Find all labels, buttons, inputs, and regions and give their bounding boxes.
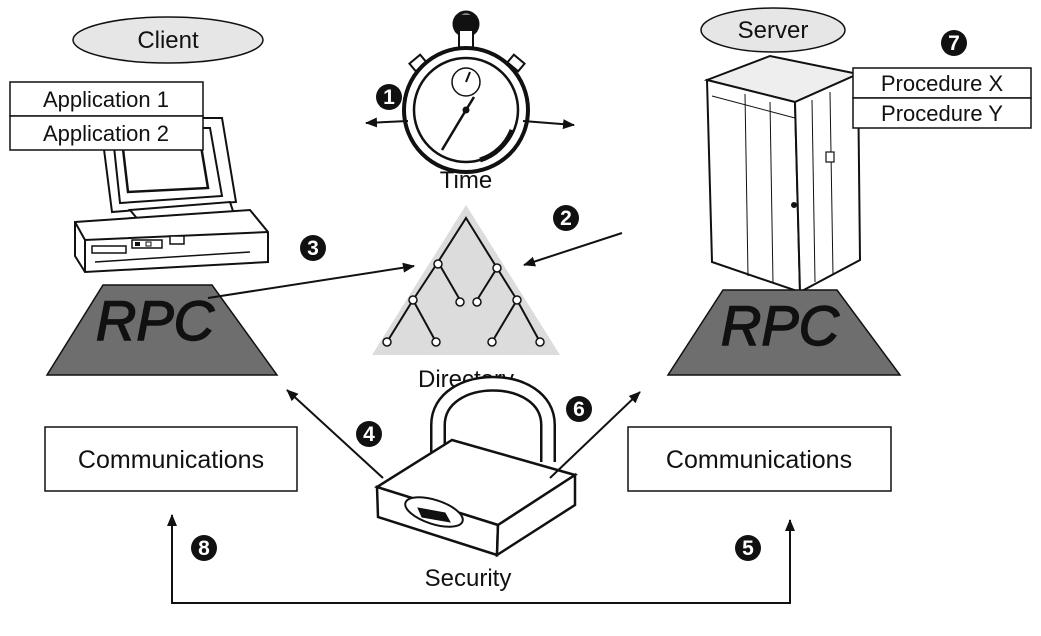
procedure-y-label: Procedure Y [881,101,1003,126]
client-rpc-logo: RPC [96,289,215,352]
step-badge-1: 1 [376,84,402,110]
server-label: Server [700,7,846,53]
svg-text:5: 5 [742,537,754,560]
server-tower-icon [703,54,862,294]
server-procedures: Procedure X Procedure Y [852,67,1032,129]
directory-tree-icon [372,205,560,355]
step-badge-7: 7 [941,30,967,56]
time-arrow-right [522,119,575,130]
step-badge-2: 2 [553,205,579,231]
time-arrow-left [365,117,409,128]
arrow-client-to-directory [207,262,415,299]
procedure-x-label: Procedure X [881,71,1004,96]
client-rpc-plane: RPC [45,284,279,376]
svg-text:8: 8 [198,537,210,560]
server-rpc-logo: RPC [721,294,840,357]
arrow-server-to-directory [523,232,623,267]
client-communications-label: Communications [78,446,264,474]
step-badge-8: 8 [191,535,217,561]
step-badges: 1 2 3 4 5 6 7 8 [191,30,967,561]
stopwatch-icon [402,10,530,174]
client-applications: Application 1 Application 2 [9,81,204,151]
step-badge-6: 6 [566,396,592,422]
client-label-text: Client [137,27,199,54]
client-communications-box: Communications [44,426,298,492]
padlock-icon [374,375,578,558]
svg-text:6: 6 [573,398,585,421]
arrow-security-to-server [549,391,641,479]
application-1-label: Application 1 [43,87,169,112]
application-2-label: Application 2 [43,121,169,146]
security-label: Security [425,565,512,592]
server-communications-label: Communications [666,446,852,474]
computer-icon [74,117,269,274]
svg-text:7: 7 [948,32,960,55]
step-badge-3: 3 [300,235,326,261]
svg-text:3: 3 [307,237,319,260]
svg-text:2: 2 [560,207,572,230]
arrow-communications-loop [171,519,795,604]
step-badge-4: 4 [356,421,382,447]
server-rpc-plane: RPC [666,289,902,376]
client-label: Client [72,16,264,64]
server-communications-box: Communications [627,426,892,492]
time-label: Time [440,167,492,194]
svg-text:1: 1 [383,86,395,109]
arrow-security-to-client [286,389,384,479]
server-label-text: Server [738,17,809,44]
svg-text:4: 4 [363,423,375,446]
step-badge-5: 5 [735,535,761,561]
